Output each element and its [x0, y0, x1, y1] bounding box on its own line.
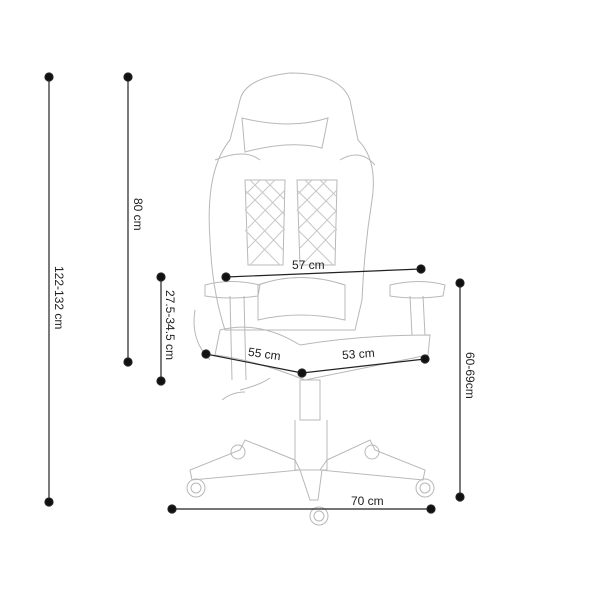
base-width-label: 70 cm	[351, 494, 384, 508]
armrest-height-label: 27.5-34.5 cm	[163, 290, 177, 361]
total-height-label: 122-132 cm	[52, 266, 66, 330]
armrest-width-label: 57 cm	[292, 258, 325, 272]
backrest-height-label: 80 cm	[131, 198, 145, 231]
seat-width-label: 53 cm	[341, 345, 376, 363]
seat-height-label: 60-69cm	[463, 352, 477, 399]
